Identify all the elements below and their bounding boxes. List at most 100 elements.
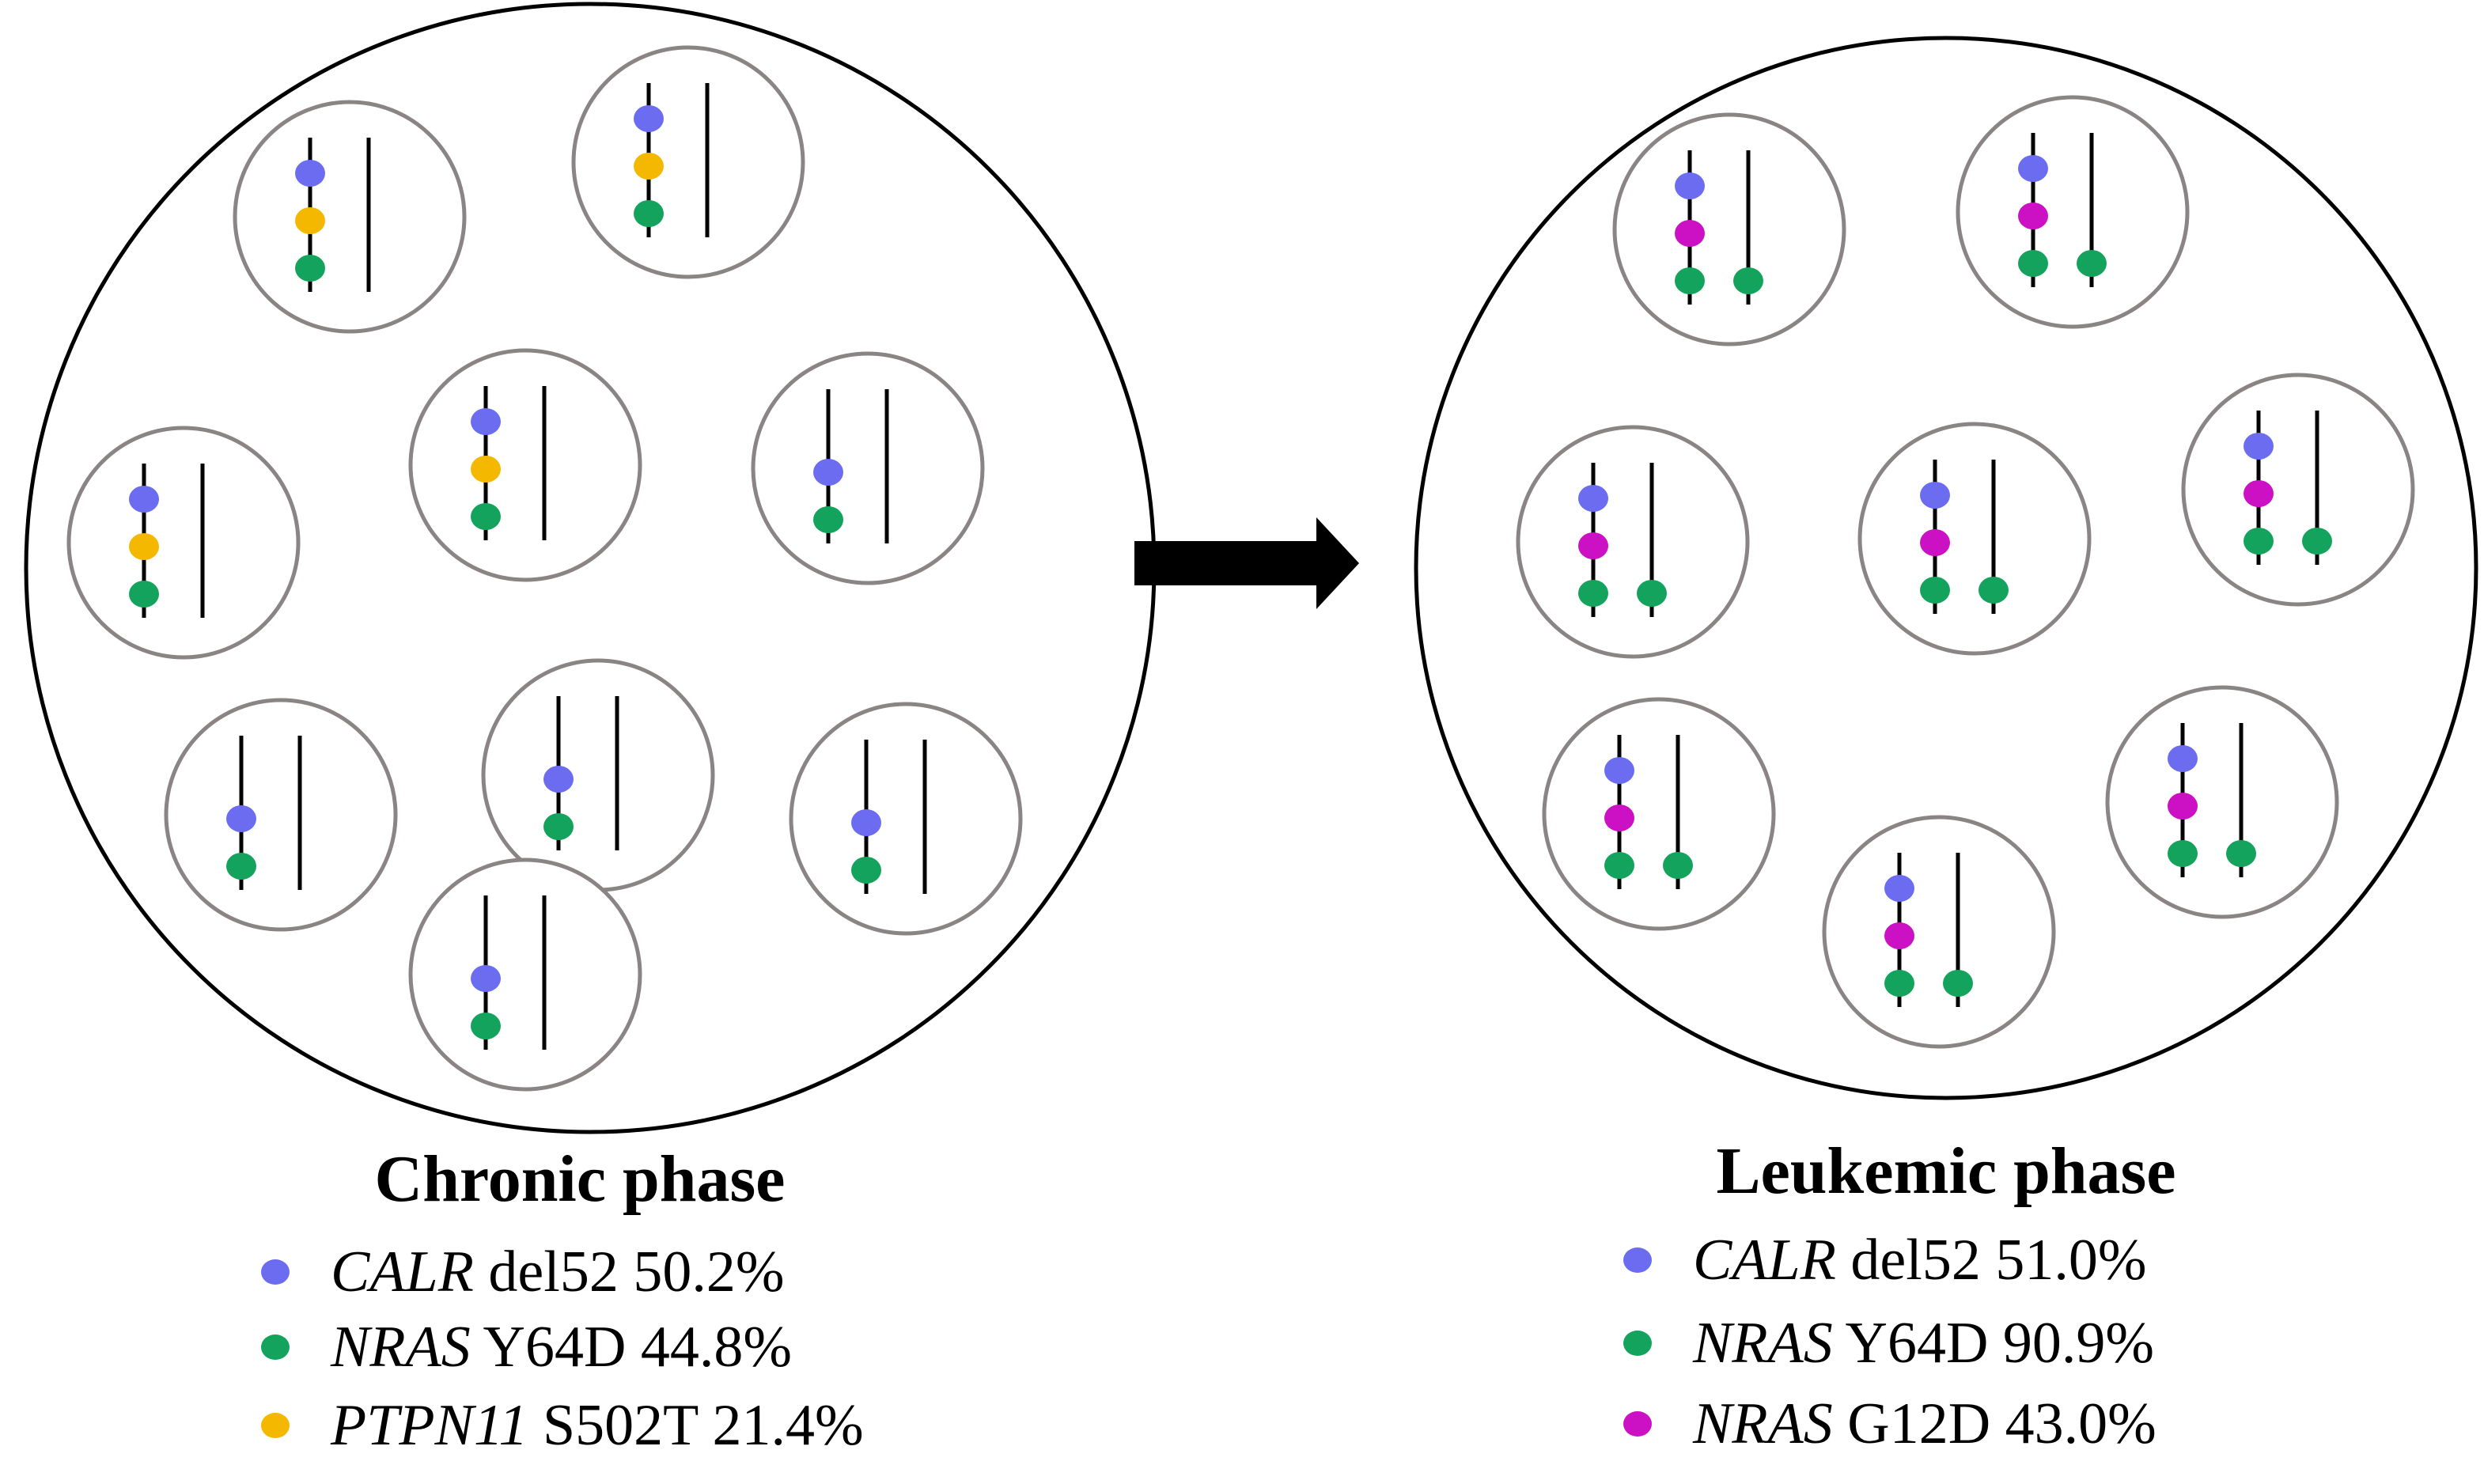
mutation-marker-calr	[813, 459, 843, 486]
right-arrow-icon	[1134, 517, 1359, 609]
cell	[233, 100, 467, 334]
cell	[481, 658, 715, 892]
legend-entry: NRAS G12D 43.0%	[1692, 1391, 2156, 1456]
cell	[1857, 422, 2092, 656]
populations-layer	[24, 2, 2478, 1134]
legend-entry: NRAS Y64D 44.8%	[330, 1315, 792, 1380]
legend-gene: CALR	[331, 1240, 474, 1304]
legend-vaf: 51.0%	[1981, 1228, 2147, 1293]
legend-swatch-nras-y64d	[261, 1334, 290, 1360]
mutation-marker-nras-y64d	[1884, 970, 1914, 997]
legend-swatch-calr	[261, 1259, 290, 1285]
mutation-marker-nras-y64d	[471, 503, 501, 530]
mutation-marker-nras-y64d	[295, 255, 325, 282]
mutation-marker-nras-y64d	[543, 813, 574, 840]
legend-vaf: 21.4%	[698, 1393, 864, 1458]
legend-vaf: 50.2%	[619, 1240, 785, 1304]
mutation-marker-nras-y64d	[1637, 580, 1667, 607]
cell	[1542, 697, 1776, 931]
mutation-marker-nras-y64d	[2244, 528, 2274, 555]
mutation-marker-calr	[1920, 482, 1950, 509]
mutation-marker-nras-y64d	[226, 853, 256, 880]
cell	[164, 698, 398, 932]
mutation-marker-nras-y64d	[2168, 840, 2198, 867]
legend-gene: CALR	[1693, 1228, 1836, 1293]
mutation-marker-calr	[634, 105, 664, 132]
legend-vaf: 43.0%	[1990, 1391, 2156, 1456]
cell	[408, 348, 642, 582]
cell-membrane	[1857, 422, 2092, 656]
legend-swatch-calr	[1623, 1247, 1652, 1273]
mutation-marker-calr	[226, 805, 256, 832]
mutation-marker-nras-y64d	[1733, 267, 1763, 294]
mutation-marker-nras-y64d	[634, 200, 664, 227]
mutation-marker-nras-y64d	[813, 506, 843, 533]
legend-entry: CALR del52 51.0%	[1693, 1228, 2146, 1293]
mutation-marker-nras-y64d	[1663, 852, 1693, 879]
mutation-marker-calr	[471, 408, 501, 435]
cell-membrane	[2105, 685, 2339, 919]
cell-membrane	[1542, 697, 1776, 931]
mutation-marker-ptpn11	[129, 533, 159, 560]
arrow-layer	[1134, 517, 1359, 609]
mutation-marker-calr	[1675, 172, 1705, 199]
legend-variant: G12D	[1833, 1391, 1990, 1456]
cell	[571, 45, 805, 279]
legend-vaf: 90.9%	[1988, 1311, 2154, 1376]
mutation-marker-nras-y64d	[2077, 250, 2107, 277]
mutation-marker-calr	[1578, 485, 1608, 512]
mutation-marker-calr	[1884, 875, 1914, 902]
legend-swatch-nras-y64d	[1623, 1331, 1652, 1356]
mutation-marker-nras-y64d	[1604, 852, 1634, 879]
cell	[751, 351, 985, 585]
cell-membrane	[789, 702, 1023, 936]
cell-membrane	[408, 348, 642, 582]
mutation-marker-calr	[2018, 155, 2048, 182]
mutation-marker-nras-y64d	[1920, 577, 1950, 604]
mutation-marker-calr	[1604, 757, 1634, 784]
mutation-marker-nras-g12d	[1675, 220, 1705, 247]
legend-entry: PTPN11 S502T 21.4%	[330, 1393, 864, 1458]
legend-variant: del52	[1836, 1228, 1981, 1293]
mutation-marker-nras-g12d	[1604, 804, 1634, 831]
mutation-marker-nras-y64d	[2018, 250, 2048, 277]
legend-entry: CALR del52 50.2%	[331, 1240, 784, 1304]
cell	[1516, 425, 1750, 659]
chronic-phase-title: Chronic phase	[375, 1142, 786, 1216]
mutation-marker-nras-g12d	[1920, 529, 1950, 556]
mutation-marker-nras-g12d	[2018, 203, 2048, 229]
cell	[1956, 95, 2190, 329]
mutation-marker-nras-g12d	[1884, 922, 1914, 949]
mutation-marker-nras-y64d	[1978, 577, 2009, 604]
cell-membrane	[164, 698, 398, 932]
cell-membrane	[233, 100, 467, 334]
cell-membrane	[1516, 425, 1750, 659]
legend-swatch-ptpn11	[261, 1413, 290, 1438]
mutation-marker-calr	[2244, 433, 2274, 460]
cell	[2181, 373, 2415, 607]
leukemic-population-circle	[1414, 36, 2478, 1100]
mutation-marker-calr	[851, 809, 881, 836]
cell-membrane	[408, 857, 642, 1092]
cell	[1822, 815, 2056, 1049]
cell-membrane	[1822, 815, 2056, 1049]
leukemic-panel	[1414, 36, 2478, 1100]
legend-variant: Y64D	[471, 1315, 627, 1380]
legend-vaf: 44.8%	[626, 1315, 792, 1380]
cell	[2105, 685, 2339, 919]
mutation-marker-nras-y64d	[1675, 267, 1705, 294]
mutation-marker-ptpn11	[471, 456, 501, 483]
leukemic-phase-title: Leukemic phase	[1716, 1134, 2175, 1208]
mutation-marker-nras-g12d	[1578, 532, 1608, 559]
mutation-marker-calr	[471, 965, 501, 992]
mutation-marker-nras-y64d	[2302, 528, 2332, 555]
cell-membrane	[751, 351, 985, 585]
legend-gene: NRAS	[1692, 1311, 1833, 1376]
cell-membrane	[1612, 112, 1846, 346]
cell	[789, 702, 1023, 936]
mutation-marker-ptpn11	[295, 207, 325, 234]
